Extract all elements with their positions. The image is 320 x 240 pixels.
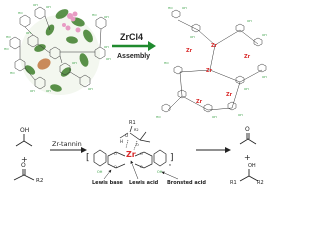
svg-text:HO: HO (168, 6, 173, 10)
svg-text:OH: OH (157, 170, 163, 174)
zr-center: Zr (126, 150, 136, 159)
svg-text:OH: OH (238, 113, 243, 117)
plus-sign: + (21, 155, 28, 164)
svg-text:OH: OH (182, 6, 187, 10)
svg-text:OH: OH (46, 89, 51, 93)
svg-text:HO: HO (10, 71, 15, 75)
flower-icon (62, 11, 81, 33)
product-r1: R1 (230, 180, 237, 186)
svg-text:HO: HO (18, 11, 23, 15)
svg-text:OH: OH (97, 170, 103, 174)
svg-text:OH: OH (33, 3, 38, 7)
zr-tannin-network: Zr Zr Zr Zr Zr Zr HO OH OH OH HO OH HO OH OH O… (156, 6, 267, 119)
reagent-label: ZrCl4 (120, 32, 143, 42)
phenol-oh-markers: HO OH OH HO HO OH HO OH OH OH OH OH OH OH HO (4, 3, 111, 93)
svg-text:Zr: Zr (211, 43, 218, 49)
acetone-product-structure: O (239, 126, 257, 145)
isopropanol-oh: OH (20, 127, 29, 134)
svg-text:[: [ (86, 153, 90, 163)
bronsted-acid-label: Bronsted acid (167, 180, 206, 186)
svg-text:Zr: Zr (206, 68, 213, 74)
svg-text:HO: HO (6, 35, 11, 39)
svg-text:R2: R2 (134, 128, 139, 132)
svg-text:OH: OH (247, 19, 252, 23)
svg-text:OH: OH (46, 5, 51, 9)
svg-text:O: O (114, 152, 117, 156)
svg-text:OH: OH (30, 89, 35, 93)
svg-text:n: n (169, 163, 171, 167)
svg-text:OH: OH (104, 45, 109, 49)
tannin-skeleton (9, 6, 107, 90)
svg-text:HO: HO (92, 13, 97, 17)
svg-text:OH: OH (212, 115, 217, 119)
plus-sign-product: + (244, 153, 251, 162)
svg-text:O: O (140, 165, 143, 169)
assembly-arrow-group: ZrCl4 Assembly (112, 32, 156, 60)
svg-text:HO: HO (4, 47, 9, 51)
svg-text:OH: OH (106, 57, 111, 61)
svg-text:OH: OH (262, 75, 267, 79)
svg-text:OH: OH (26, 31, 31, 35)
svg-text:O: O (140, 152, 143, 156)
svg-text:O: O (21, 162, 26, 169)
svg-text:OH: OH (72, 61, 77, 65)
acid-base-labels: Lewis base Lewis acid Bronsted acid (92, 160, 206, 186)
ketone-substrate-structure: O R2 (13, 162, 43, 184)
catalyst-label: Zr-tannin (52, 140, 82, 148)
tannin-molecule-with-plant: HO OH OH HO HO OH HO OH OH OH OH OH OH OH HO (4, 3, 111, 95)
ts-h-label: H (120, 139, 123, 144)
svg-text:O: O (245, 126, 250, 133)
svg-text:OH: OH (244, 87, 249, 91)
catalyst-arrow-group: Zr-tannin (50, 140, 87, 153)
svg-text:OH: OH (88, 87, 93, 91)
alcohol-product-structure: OH R1 R2 (230, 163, 264, 186)
zr-node-markers: Zr Zr Zr Zr Zr Zr (186, 43, 251, 105)
svg-text:HO: HO (156, 115, 161, 119)
svg-text:Zr: Zr (226, 92, 233, 98)
svg-text:Zr: Zr (196, 99, 203, 105)
lewis-acid-label: Lewis acid (129, 180, 159, 186)
ketone-r2: R2 (36, 178, 43, 184)
svg-text:OH: OH (104, 15, 109, 19)
svg-text:O: O (114, 165, 117, 169)
svg-text:OH: OH (262, 33, 267, 37)
svg-text:OH: OH (190, 35, 195, 39)
svg-text:O: O (136, 143, 139, 147)
ts-r1-label: R1 (129, 120, 136, 126)
transition-state-complex: R1 O R2 O H Zr O O O O OH OH [ ] n (86, 120, 174, 174)
svg-text:]: ] (170, 153, 174, 163)
condition-label: Assembly (117, 53, 150, 60)
isopropanol-structure: OH (15, 127, 33, 147)
lewis-base-label: Lewis base (92, 180, 124, 186)
fruit-icon (37, 58, 51, 70)
product-oh: OH (248, 163, 256, 169)
leaf-cluster-icon (24, 9, 93, 92)
svg-text:Zr: Zr (244, 54, 251, 60)
assembly-arrowhead (148, 41, 156, 51)
svg-text:O: O (125, 133, 128, 138)
svg-text:Zr: Zr (186, 48, 193, 54)
svg-text:HO: HO (164, 61, 169, 65)
product-r2: R2 (257, 180, 264, 186)
